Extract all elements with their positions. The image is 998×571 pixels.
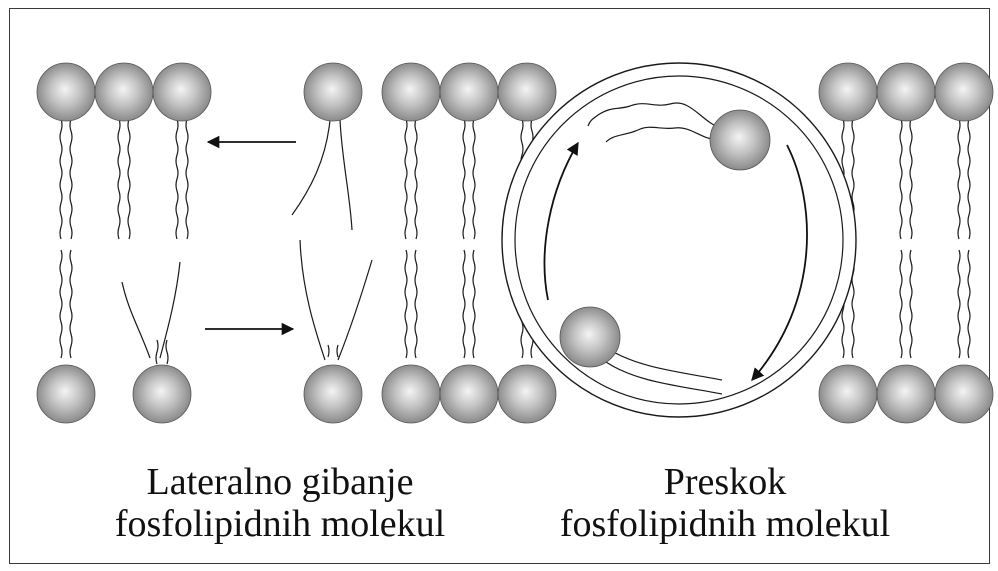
lipid-tail bbox=[176, 119, 178, 239]
lipid-tail bbox=[337, 345, 338, 357]
lipid-tail bbox=[463, 119, 465, 239]
flip-flop-vesicle bbox=[502, 63, 856, 417]
lipid-head-bottom bbox=[440, 365, 498, 423]
caption-flip-flop: Preskok fosfolipidnih molekul bbox=[510, 461, 940, 545]
lipid-tail bbox=[405, 250, 407, 358]
flipping-lipid-head-upper bbox=[710, 110, 770, 170]
lipid-tail bbox=[128, 119, 130, 239]
caption-lateral-movement: Lateralno gibanje fosfolipidnih molekul bbox=[60, 461, 500, 545]
lipid-tail bbox=[405, 119, 407, 239]
lipid-tail bbox=[473, 250, 475, 358]
lipid-tail bbox=[968, 250, 970, 358]
lipid-tail bbox=[118, 119, 120, 239]
lipid-tail bbox=[60, 119, 62, 239]
lipid-head-bottom bbox=[37, 365, 95, 423]
lipid-tail bbox=[900, 250, 902, 358]
lipid-head-top bbox=[877, 63, 935, 121]
lateral-arrows bbox=[205, 142, 296, 329]
flipping-lipid-head-lower bbox=[560, 307, 620, 367]
lipid-head-top bbox=[95, 63, 153, 121]
lipid-tail bbox=[70, 250, 72, 358]
lipid-head-bottom bbox=[498, 365, 556, 423]
lipid-head-bottom bbox=[133, 365, 191, 423]
lipid-tail bbox=[473, 119, 475, 239]
caption-lateral-line1: Lateralno gibanje bbox=[60, 461, 500, 503]
lipid-tail bbox=[958, 250, 960, 358]
caption-lateral-line2: fosfolipidnih molekul bbox=[60, 503, 500, 545]
lipid-tail bbox=[70, 119, 72, 239]
lipid-head-top bbox=[382, 63, 440, 121]
lipid-tail bbox=[910, 119, 912, 239]
lipid-head-bottom bbox=[877, 365, 935, 423]
lipid-tail bbox=[186, 119, 188, 239]
lipid-head-top bbox=[304, 63, 362, 121]
lipid-tail bbox=[60, 250, 62, 358]
lipid-head-top bbox=[935, 63, 993, 121]
lipid-tail bbox=[328, 345, 329, 357]
lipid-tail bbox=[415, 119, 417, 239]
caption-flipflop-line2: fosfolipidnih molekul bbox=[510, 503, 940, 545]
lipid-head-top bbox=[819, 63, 877, 121]
lipid-head-bottom bbox=[935, 365, 993, 423]
moving-lipid-tails bbox=[122, 120, 372, 360]
lipid-tail bbox=[968, 119, 970, 239]
lipid-tail bbox=[958, 119, 960, 239]
lipid-tail bbox=[910, 250, 912, 358]
lipid-tail bbox=[900, 119, 902, 239]
lipid-head-top bbox=[440, 63, 498, 121]
lipid-tail bbox=[463, 250, 465, 358]
lipid-tail bbox=[415, 250, 417, 358]
lipid-tail bbox=[156, 340, 158, 364]
lipid-head-top bbox=[153, 63, 211, 121]
lipid-head-bottom bbox=[382, 365, 440, 423]
lipid-head-top bbox=[37, 63, 95, 121]
lipid-head-top bbox=[498, 63, 556, 121]
caption-flipflop-line1: Preskok bbox=[510, 461, 940, 503]
lipid-head-bottom bbox=[819, 365, 877, 423]
lipid-tail bbox=[166, 340, 168, 364]
lipid-head-bottom bbox=[304, 365, 362, 423]
